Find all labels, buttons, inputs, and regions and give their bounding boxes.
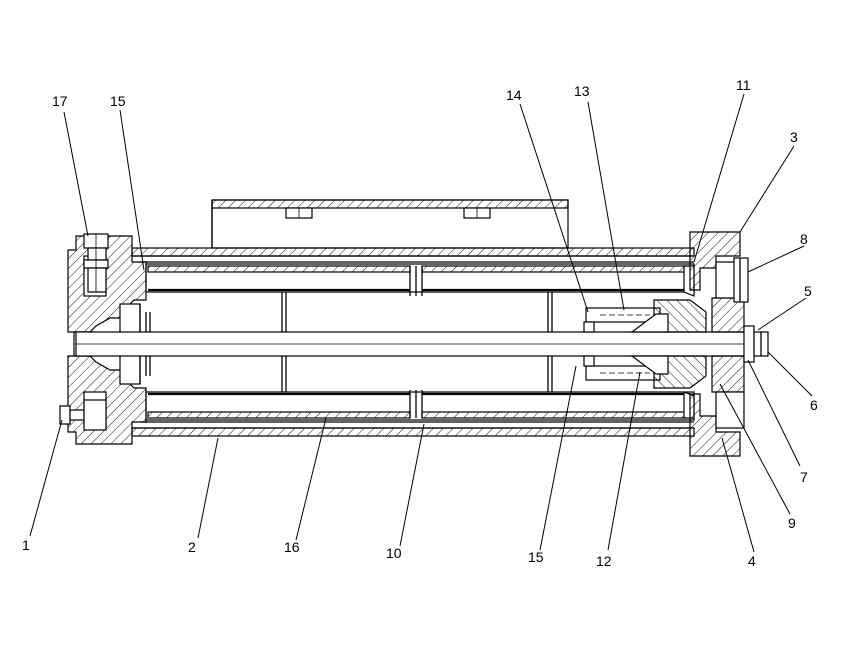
top-fitting	[83, 233, 109, 293]
callout-11: 11	[736, 77, 751, 93]
callout-12: 12	[596, 553, 612, 569]
end-nut	[743, 325, 769, 363]
callout-5: 5	[804, 283, 812, 299]
internal-baffles	[281, 292, 553, 392]
callout-16: 16	[284, 539, 300, 555]
inner-liner	[140, 261, 694, 423]
callout-10: 10	[386, 545, 402, 561]
callout-7: 7	[800, 469, 808, 485]
mounting-bracket	[211, 199, 569, 249]
callout-8: 8	[800, 231, 808, 247]
leader-lines	[29, 93, 813, 553]
drain-plug	[59, 399, 107, 431]
valve-assembly	[583, 299, 707, 389]
callout-6: 6	[810, 397, 818, 413]
callout-13: 13	[574, 83, 590, 99]
callout-15-bottom: 15	[528, 549, 544, 565]
callout-14: 14	[506, 87, 522, 103]
filter-element	[145, 263, 695, 421]
callout-9: 9	[788, 515, 796, 531]
tie-rod	[75, 331, 753, 357]
callout-2: 2	[188, 539, 196, 555]
callout-15-top: 15	[110, 93, 126, 109]
callout-3: 3	[790, 129, 798, 145]
callout-1: 1	[22, 537, 30, 553]
callout-17: 17	[52, 93, 68, 109]
cover-plate	[733, 257, 749, 303]
callout-labels: 17 15 14 13 11 3 8 5 6 7 9 4 12 15 10 16…	[22, 77, 818, 569]
right-end-cap	[689, 231, 745, 457]
callout-4: 4	[748, 553, 756, 569]
